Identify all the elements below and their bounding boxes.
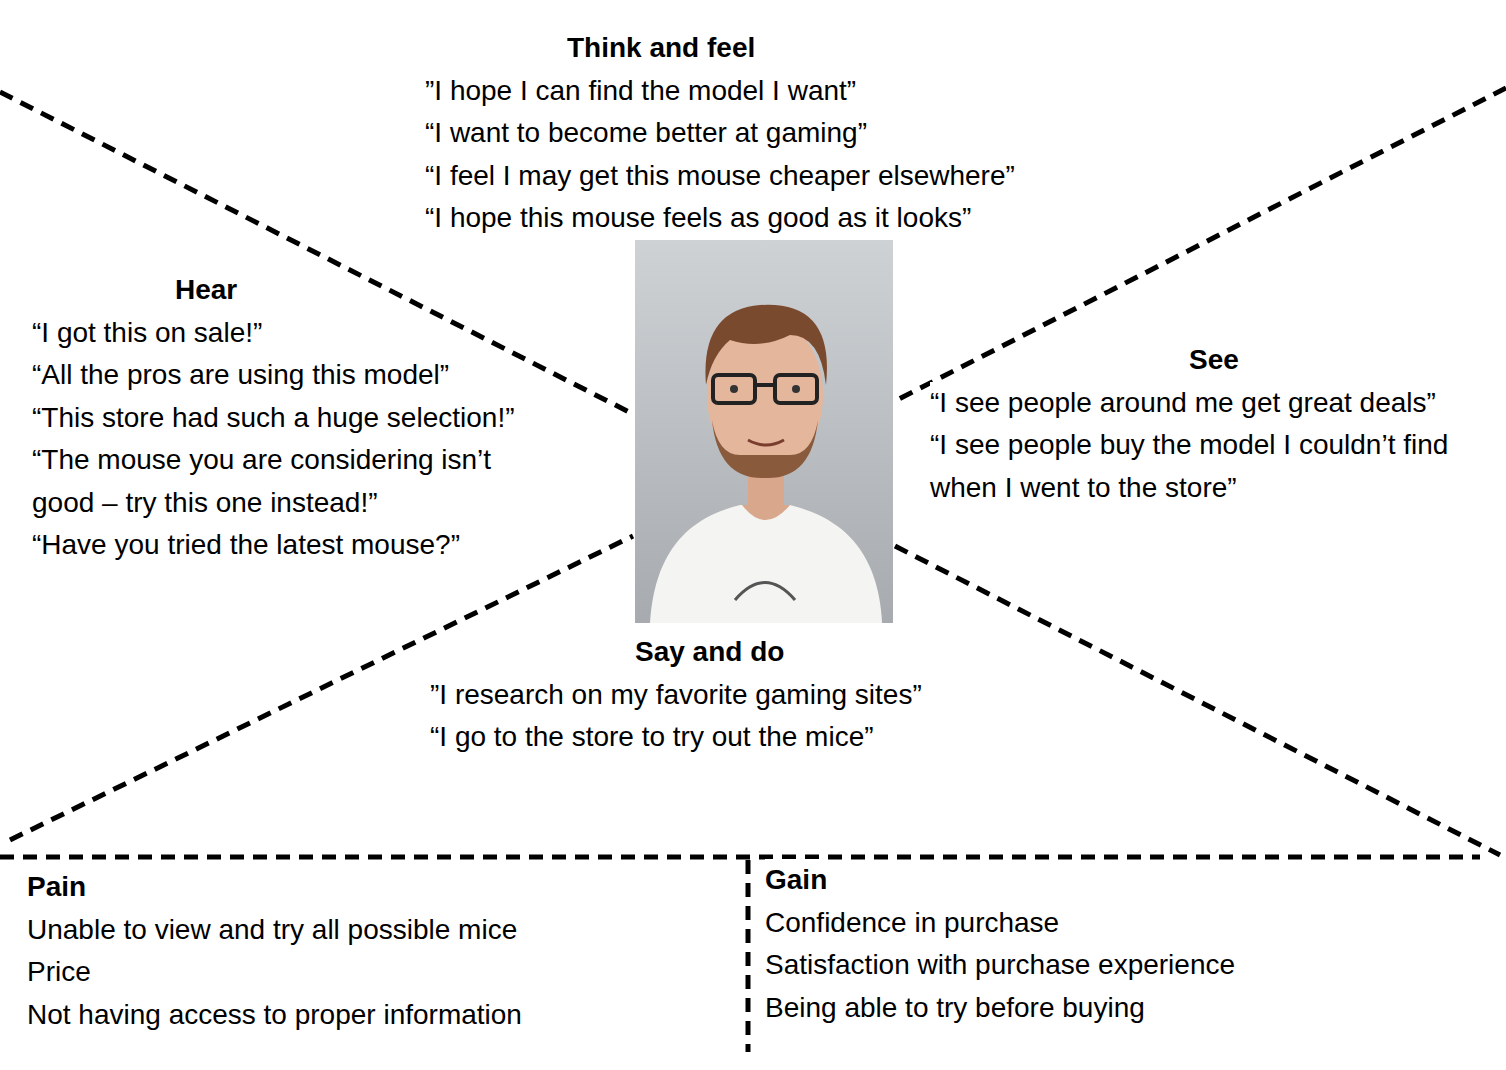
quadrant-statement: Being able to try before buying: [765, 987, 1145, 1030]
quadrant-statement: ”I research on my favorite gaming sites”: [430, 674, 922, 717]
quadrant-statement: Price: [27, 951, 91, 994]
person-photo: [635, 238, 893, 623]
quadrant-statement: “I go to the store to try out the mice”: [430, 716, 874, 759]
empathy-quadrant: PainUnable to view and try all possible …: [27, 866, 727, 1036]
quadrant-heading: Hear: [175, 269, 237, 312]
quadrant-statement: “I see people buy the model I couldn’t f…: [930, 424, 1490, 509]
quadrant-statement: Satisfaction with purchase experience: [765, 944, 1235, 987]
quadrant-heading: Pain: [27, 866, 86, 909]
empathy-quadrant: Think and feel”I hope I can find the mod…: [425, 27, 1145, 240]
quadrant-statement: “All the pros are using this model”: [32, 354, 449, 397]
empathy-quadrant: See“I see people around me get great dea…: [930, 339, 1490, 509]
quadrant-statement: “I feel I may get this mouse cheaper els…: [425, 155, 1015, 198]
quadrant-heading: Say and do: [635, 631, 784, 674]
empathy-quadrant: Say and do”I research on my favorite gam…: [430, 631, 960, 759]
quadrant-statement: Confidence in purchase: [765, 902, 1059, 945]
quadrant-heading: Think and feel: [567, 27, 755, 70]
empathy-quadrant: GainConfidence in purchaseSatisfaction w…: [765, 859, 1485, 1029]
quadrant-statement: “I got this on sale!”: [32, 312, 262, 355]
quadrant-divider: [0, 88, 1506, 1052]
quadrant-heading: Gain: [765, 859, 827, 902]
quadrant-statement: ”I hope I can find the model I want”: [425, 70, 856, 113]
quadrant-statement: “The mouse you are considering isn’t goo…: [32, 439, 522, 524]
quadrant-statement: “I hope this mouse feels as good as it l…: [425, 197, 971, 240]
quadrant-statement: Unable to view and try all possible mice: [27, 909, 517, 952]
quadrant-statement: “I see people around me get great deals”: [930, 382, 1436, 425]
empathy-quadrant: Hear“I got this on sale!”“All the pros a…: [32, 269, 522, 567]
quadrant-statement: “This store had such a huge selection!”: [32, 397, 514, 440]
quadrant-statement: Not having access to proper information: [27, 994, 522, 1037]
quadrant-statement: “I want to become better at gaming”: [425, 112, 867, 155]
quadrant-heading: See: [1189, 339, 1239, 382]
quadrant-statement: “Have you tried the latest mouse?”: [32, 524, 460, 567]
